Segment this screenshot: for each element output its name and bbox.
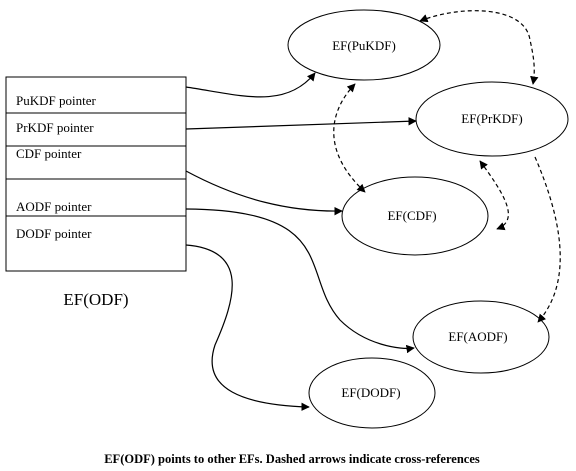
table-row-aodf-pointer: AODF pointer: [16, 199, 92, 214]
crossref-pukdf-cdf: [333, 83, 366, 193]
figure-caption: EF(ODF) points to other EFs. Dashed arro…: [104, 452, 480, 466]
node-ef-dodf: EF(DODF): [308, 357, 436, 429]
table-row-pukdf-pointer: PuKDF pointer: [16, 93, 96, 108]
node-ef-cdf: EF(CDF): [341, 176, 489, 256]
odf-table-border: [5, 76, 187, 272]
solid-arrows: [185, 72, 417, 411]
node-ef-prkdf: EF(PrKDF): [415, 81, 569, 157]
odf-table-title: EF(ODF): [63, 290, 128, 309]
crossref-prkdf-aodf: [534, 156, 561, 323]
table-row-cdf-pointer: CDF pointer: [16, 146, 82, 161]
crossref-prkdf-cdf: [479, 160, 509, 231]
node-ef-aodf: EF(AODF): [412, 300, 550, 374]
node-ef-cdf-label: EF(CDF): [387, 208, 436, 223]
arrow-aodf-pointer-to-ef-aodf: [185, 208, 415, 354]
arrow-pukdf-pointer-to-ef-pukdf: [185, 72, 316, 98]
table-row-dodf-pointer: DODF pointer: [16, 226, 92, 241]
arrow-cdf-pointer-to-ef-cdf: [185, 170, 343, 216]
arrow-prkdf-pointer-to-ef-prkdf: [185, 117, 417, 130]
crossref-pukdf-prkdf: [419, 10, 539, 85]
arrow-dodf-pointer-to-ef-dodf: [185, 244, 310, 411]
node-ef-aodf-label: EF(AODF): [448, 329, 507, 344]
node-ef-pukdf: EF(PuKDF): [287, 9, 441, 81]
node-ef-dodf-label: EF(DODF): [341, 385, 400, 400]
odf-table: PuKDF pointer PrKDF pointer CDF pointer …: [5, 76, 187, 309]
dashed-arrows: [333, 10, 561, 323]
table-row-prkdf-pointer: PrKDF pointer: [16, 120, 94, 135]
node-ef-pukdf-label: EF(PuKDF): [332, 38, 396, 53]
node-ef-prkdf-label: EF(PrKDF): [461, 111, 522, 126]
